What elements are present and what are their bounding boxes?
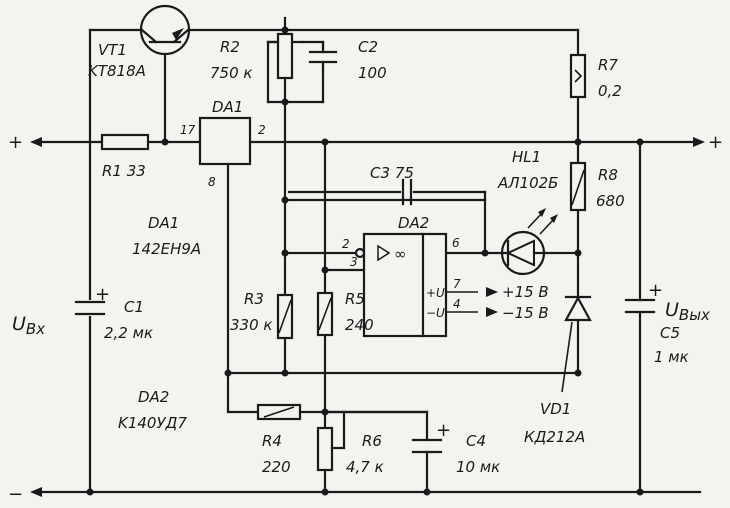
da2-pin-6: 6 [452, 236, 460, 250]
da2-ref: DA2 [398, 214, 429, 232]
vd1-value: КД212А [524, 428, 585, 446]
r4-ref: R4 [262, 432, 282, 450]
led-hl1 [500, 208, 558, 276]
c1-value: 2,2 мк [104, 324, 153, 342]
transistor-vt1 [139, 4, 191, 56]
labels: + + − UВх UВых VT1 KT818A R1 33 DA1 17 2… [8, 38, 723, 505]
r8-ref: R8 [598, 166, 618, 184]
hl1-value: АЛ102Б [497, 174, 558, 192]
supply-minus-label: −15 В [502, 304, 549, 322]
vt1-value: KT818A [88, 62, 146, 80]
da1-pin-17: 17 [180, 123, 196, 137]
resistor-r3 [276, 293, 294, 340]
output-plus-label: + [708, 132, 723, 153]
diode-vd1 [564, 295, 592, 322]
junction-dots [86, 26, 644, 496]
capacitor-c5 [624, 298, 656, 314]
c2-value: 100 [358, 64, 387, 82]
capacitor-c3 [401, 178, 413, 206]
r6-value: 4,7 к [346, 458, 384, 476]
resistor-r5 [316, 291, 334, 337]
supply-plus-label: +15 В [502, 283, 549, 301]
da2-note-value: K140УД7 [118, 414, 187, 432]
da2-vp-label: +U [426, 286, 445, 300]
capacitor-c4 [411, 438, 443, 454]
da2-vn-label: −U [426, 306, 445, 320]
resistor-r8 [569, 161, 587, 212]
vd1-ref: VD1 [540, 400, 571, 418]
uout-label: UВых [665, 299, 710, 324]
opamp-da2 [354, 232, 448, 338]
minus-label: − [8, 484, 23, 505]
da1-note-ref: DA1 [148, 214, 179, 232]
resistor-r7 [569, 53, 587, 99]
da1-pin-8: 8 [208, 175, 216, 189]
capacitor-c1 [74, 300, 106, 316]
c1-plus: + [95, 284, 110, 305]
c2-ref: C2 [358, 38, 378, 56]
uin-label: UВх [12, 313, 45, 338]
r6-ref: R6 [362, 432, 382, 450]
r1-ref: R1 33 [102, 162, 146, 180]
da2-pin-3: 3 [350, 255, 358, 269]
c1-ref: C1 [124, 298, 144, 316]
da2-note-ref: DA2 [138, 388, 169, 406]
da2-pin-4: 4 [453, 297, 461, 311]
r7-value: 0,2 [598, 82, 622, 100]
da2-pin-7: 7 [453, 277, 461, 291]
hl1-ref: HL1 [512, 148, 541, 166]
resistor-r2 [266, 32, 294, 80]
c4-value: 10 мк [456, 458, 500, 476]
r3-ref: R3 [244, 290, 264, 308]
r5-ref: R5 [345, 290, 365, 308]
resistor-r1 [100, 133, 150, 151]
r2-value: 750 к [210, 64, 252, 82]
c5-value: 1 мк [654, 348, 689, 366]
da1-note-value: 142EH9A [132, 240, 201, 258]
c5-ref: C5 [660, 324, 680, 342]
c4-plus: + [436, 420, 451, 441]
da2-gain: ∞ [394, 245, 407, 263]
da1-pin-2: 2 [258, 123, 266, 137]
r4-value: 220 [262, 458, 291, 476]
r2-ref: R2 [220, 38, 240, 56]
r8-value: 680 [596, 192, 625, 210]
resistor-r6 [316, 426, 346, 472]
input-plus-label: + [8, 132, 23, 153]
r7-ref: R7 [598, 56, 618, 74]
da1-ref: DA1 [212, 98, 243, 116]
capacitor-c2 [308, 40, 338, 74]
r3-value: 330 к [230, 316, 272, 334]
da2-pin-2: 2 [342, 237, 350, 251]
c4-ref: C4 [466, 432, 486, 450]
resistor-r4 [256, 403, 302, 421]
regulator-da1 [198, 116, 252, 166]
vt1-ref: VT1 [98, 41, 127, 59]
c3-label: C3 75 [370, 164, 414, 182]
terminal-arrows [30, 137, 705, 497]
c5-plus: + [648, 280, 663, 301]
r5-value: 240 [345, 316, 374, 334]
